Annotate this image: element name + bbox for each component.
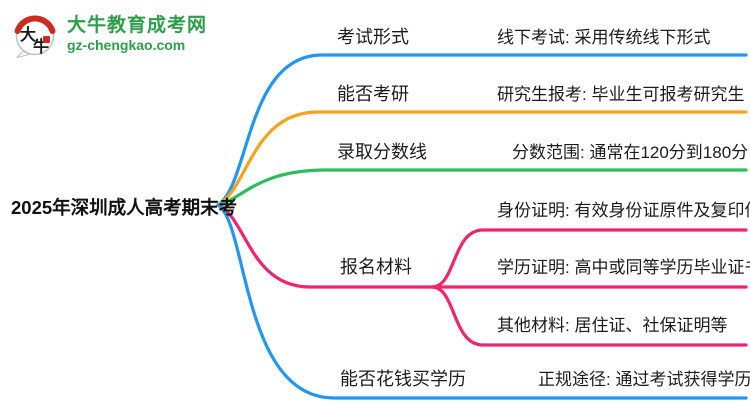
logo-char-1: 大 <box>20 25 36 44</box>
branch-line-materials-other <box>430 285 748 347</box>
branch-line-exam-format <box>216 53 748 207</box>
leaf-postgrad: 研究生报考: 毕业生可报考研究生 <box>497 85 745 104</box>
branch-label-exam-format: 考试形式 <box>337 27 409 47</box>
branch-label-score: 录取分数线 <box>337 142 427 162</box>
branch-label-materials: 报名材料 <box>340 257 412 277</box>
leaf-materials-id: 身份证明: 有效身份证原件及复印件 <box>497 201 750 220</box>
site-name: 大牛教育成考网 <box>67 15 208 37</box>
logo-bubble-icon: 大 牛 <box>14 15 56 58</box>
logo-seal <box>43 36 50 43</box>
leaf-score: 分数范围: 通常在120分到180分 <box>512 143 749 162</box>
leaf-materials-other: 其他材料: 居住证、社保证明等 <box>497 316 728 335</box>
site-url: gz-chengkao.com <box>67 36 186 53</box>
site-logo: 大 牛 大牛教育成考网 gz-chengkao.com <box>12 10 207 58</box>
leaf-exam-format: 线下考试: 采用传统线下形式 <box>497 28 711 47</box>
branch-label-buy-degree: 能否花钱买学历 <box>340 369 466 389</box>
leaf-materials-diploma: 学历证明: 高中或同等学历毕业证书 <box>497 258 750 277</box>
branch-line-materials-id <box>430 228 748 289</box>
branch-line-buy-degree <box>216 203 748 400</box>
branch-label-postgrad: 能否考研 <box>337 84 409 104</box>
branch-line-score <box>216 168 748 207</box>
branch-line-postgrad <box>216 110 748 207</box>
leaf-buy-degree: 正规途径: 通过考试获得学历 <box>538 370 750 389</box>
central-topic: 2025年深圳成人高考期末考 <box>11 197 238 218</box>
branch-line-materials <box>216 203 434 289</box>
